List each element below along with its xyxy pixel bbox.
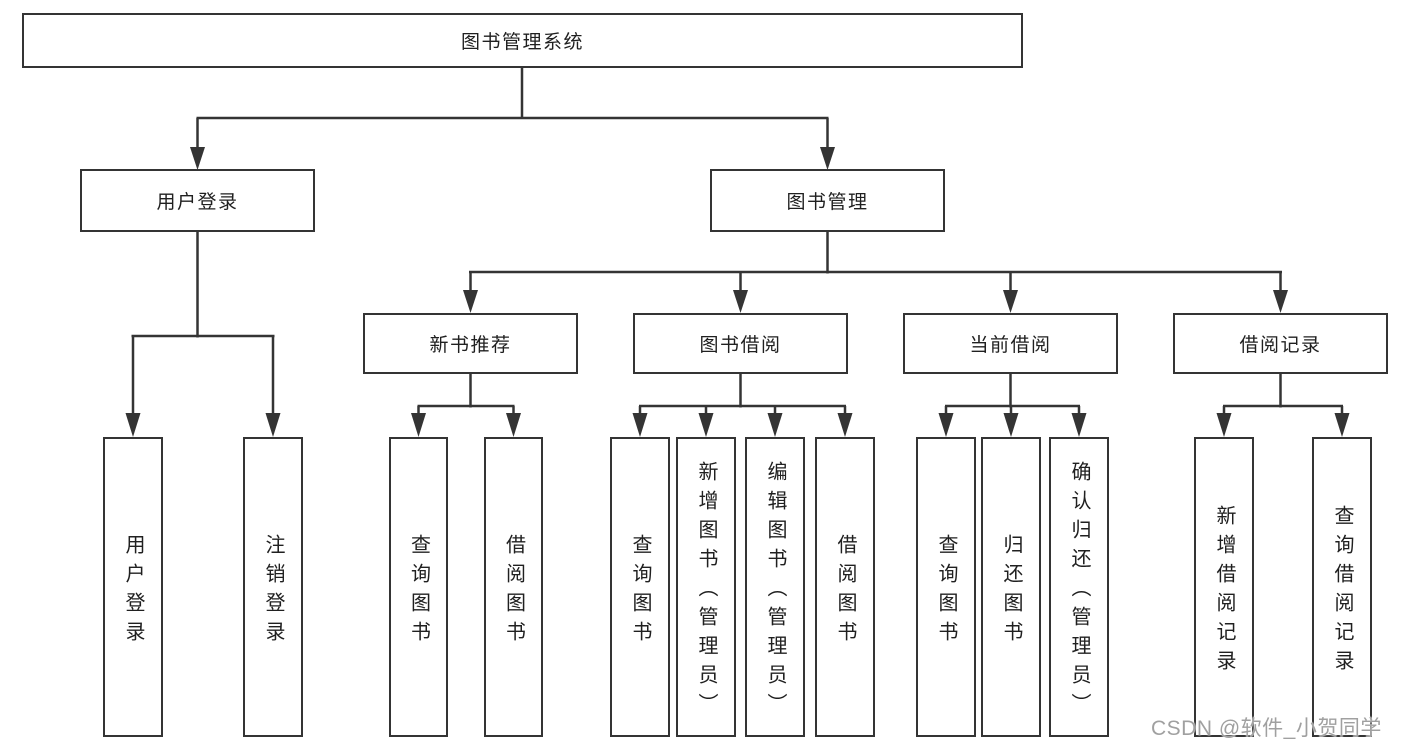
leaf-label: 查询借阅记录 <box>1331 504 1353 679</box>
leaf-label: 编辑图书（管理员） <box>764 461 786 722</box>
leaf-add-book-admin: 新增图书（管理员） <box>676 437 736 737</box>
connector-root <box>196 68 829 150</box>
leaf-label: 查询图书 <box>407 533 430 650</box>
leaf-edit-book-admin: 编辑图书（管理员） <box>745 437 805 737</box>
node-label: 用户登录 <box>156 192 239 213</box>
node-book-borrowing: 图书借阅 <box>633 313 848 374</box>
connector-leaf-arrows <box>411 413 1350 437</box>
leaf-query-borrow-record: 查询借阅记录 <box>1312 437 1372 737</box>
node-user-login: 用户登录 <box>80 169 315 232</box>
node-label: 图书管理 <box>786 192 869 213</box>
leaf-label: 新增图书（管理员） <box>695 461 717 722</box>
leaf-label: 注销登录 <box>262 533 284 650</box>
node-current-borrowing: 当前借阅 <box>903 313 1118 374</box>
node-book-management: 图书管理 <box>710 169 945 232</box>
node-label: 图书借阅 <box>699 335 782 356</box>
leaf-return-books: 归还图书 <box>981 437 1041 737</box>
leaf-label: 归还图书 <box>1000 533 1022 650</box>
leaf-label: 查询图书 <box>935 533 957 650</box>
connector-root-arrows <box>190 147 835 170</box>
leaf-label: 确认归还（管理员） <box>1068 461 1090 722</box>
node-label: 图书管理系统 <box>460 32 584 53</box>
node-borrowing-records: 借阅记录 <box>1173 313 1388 374</box>
csdn-watermark: CSDN @软件_小贺同学 <box>1151 717 1382 740</box>
leaf-borrow-books-borrowing: 借阅图书 <box>815 437 875 737</box>
node-library-system: 图书管理系统 <box>22 13 1023 68</box>
leaf-query-books-recommend: 查询图书 <box>389 437 448 737</box>
connector-book-management-arrows <box>463 290 1288 313</box>
leaf-query-books-current: 查询图书 <box>916 437 976 737</box>
node-label: 当前借阅 <box>969 335 1052 356</box>
leaf-add-borrow-record: 新增借阅记录 <box>1194 437 1254 737</box>
leaf-logout: 注销登录 <box>243 437 303 737</box>
leaf-user-login: 用户登录 <box>103 437 163 737</box>
leaf-label: 新增借阅记录 <box>1213 504 1235 679</box>
leaf-label: 借阅图书 <box>502 533 525 650</box>
leaf-label: 借阅图书 <box>834 533 856 650</box>
node-label: 借阅记录 <box>1239 335 1322 356</box>
leaf-borrow-books-recommend: 借阅图书 <box>484 437 543 737</box>
leaf-confirm-return-admin: 确认归还（管理员） <box>1049 437 1109 737</box>
leaf-label: 用户登录 <box>122 533 144 650</box>
connector-level3-buses <box>417 374 1344 416</box>
connector-user-login <box>131 232 275 416</box>
connector-user-login-arrows <box>125 413 281 437</box>
leaf-label: 查询图书 <box>629 533 651 650</box>
node-new-book-recommendation: 新书推荐 <box>363 313 578 374</box>
node-label: 新书推荐 <box>429 335 512 356</box>
leaf-query-books-borrowing: 查询图书 <box>610 437 670 737</box>
connector-book-management <box>469 232 1282 293</box>
